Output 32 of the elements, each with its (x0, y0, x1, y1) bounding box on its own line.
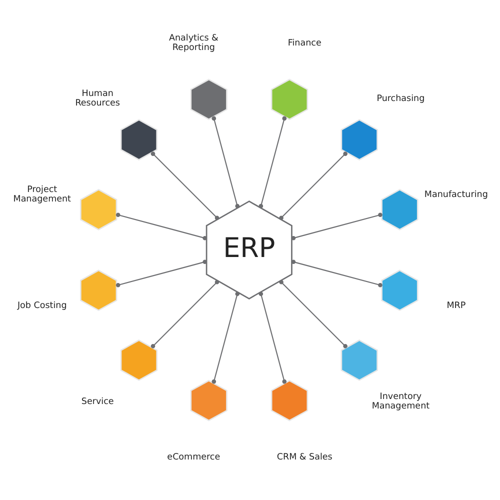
node-hexagon (340, 119, 378, 160)
node-label: Service (80, 396, 114, 407)
connector (211, 116, 240, 208)
connector (290, 260, 382, 288)
node-label: Purchasing (376, 94, 424, 104)
node-hexagon (80, 270, 117, 312)
node-label: Manufacturing (424, 190, 488, 200)
connector (290, 212, 382, 240)
node-label: Project Management (12, 185, 71, 205)
connector (150, 152, 219, 220)
node-hexagon (120, 119, 158, 160)
connector (115, 260, 206, 288)
connector (258, 292, 286, 384)
node-label: Human Resources (74, 89, 120, 108)
connector (211, 292, 240, 384)
connector (115, 212, 206, 240)
connector (278, 152, 347, 220)
connector (258, 116, 286, 208)
node-label: Job Costing (16, 300, 66, 311)
node-label: MRP (446, 300, 466, 311)
node-label: Inventory Management (371, 392, 430, 412)
node-label: Finance (287, 38, 321, 48)
connector (278, 280, 347, 348)
node-hexagon (340, 340, 378, 381)
node-label: Analytics & Reporting (168, 34, 218, 54)
node-hexagon (380, 270, 418, 312)
node-hexagon (120, 340, 158, 381)
connector (150, 280, 219, 348)
node-label: CRM & Sales (276, 452, 332, 462)
node-hexagon (80, 188, 117, 230)
node-hexagon (380, 188, 418, 230)
node-label: eCommerce (166, 452, 220, 462)
